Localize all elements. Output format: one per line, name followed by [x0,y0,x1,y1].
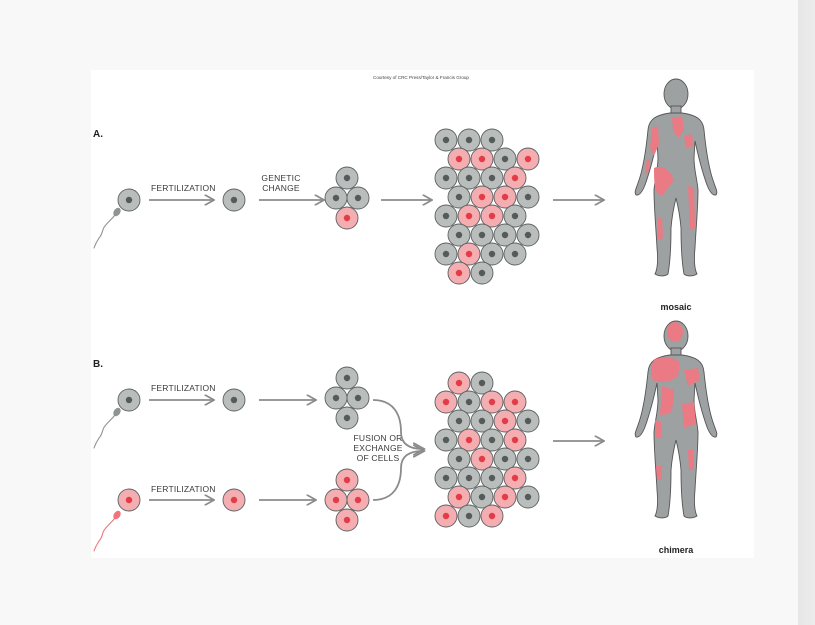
cluster-cell [480,428,504,452]
cluster-cell [516,485,540,509]
cluster-cell [470,147,494,171]
cluster-cell [457,166,481,190]
human-figure-icon [634,78,718,519]
cluster-cell [480,504,504,528]
cluster-cell [480,166,504,190]
section-a-label: A. [93,129,103,140]
cluster-cell [335,508,359,532]
cluster-cell [346,488,370,512]
cluster-cell [447,223,471,247]
b-fertilization-bottom-label: FERTILIZATION [151,484,216,494]
cluster-cell [447,185,471,209]
cluster-cell [457,204,481,228]
cluster-cell [457,390,481,414]
cluster-cell [335,166,359,190]
cluster-cell [493,409,517,433]
cluster-cell [470,485,494,509]
b-exchange-label: EXCHANGE [353,443,402,453]
cluster-cell [434,504,458,528]
cluster-cell [503,390,527,414]
cluster-cell [493,147,517,171]
cluster-cell [470,185,494,209]
cluster-cell [480,390,504,414]
cluster-cell [503,428,527,452]
cluster-cell [447,261,471,285]
egg-cell-icon [117,488,141,512]
cluster-cell [434,204,458,228]
cluster-cell [470,223,494,247]
cluster-cell [457,242,481,266]
cluster-cell [516,185,540,209]
cluster-cell [470,409,494,433]
cluster-cell [470,447,494,471]
cell-cluster-icon [117,128,540,532]
a-fertilization-label: FERTILIZATION [151,183,216,193]
cluster-cell [447,447,471,471]
cluster-cell [346,186,370,210]
diagram-canvas: Courtesy of CRC Press/Taylor & Francis G… [93,75,718,555]
cluster-cell [434,242,458,266]
cluster-cell [516,409,540,433]
cluster-cell [324,488,348,512]
cluster-cell [434,166,458,190]
cluster-cell [480,204,504,228]
cluster-cell [324,386,348,410]
cluster-cell [493,485,517,509]
cluster-cell [503,166,527,190]
cluster-cell [457,504,481,528]
cluster-cell [493,223,517,247]
cluster-cell [324,186,348,210]
zygote-cell [222,388,246,412]
egg-cell-icon [117,388,141,412]
cluster-cell [335,406,359,430]
a-genetic-label: GENETIC [261,173,300,183]
cluster-cell [503,204,527,228]
cluster-cell [434,428,458,452]
cluster-cell [516,147,540,171]
cluster-cell [503,242,527,266]
scrollbar[interactable] [798,0,815,625]
cluster-cell [493,447,517,471]
credit-text: Courtesy of CRC Press/Taylor & Francis G… [373,75,469,80]
cluster-cell [457,466,481,490]
cluster-cell [447,485,471,509]
zygote-cell [222,188,246,212]
cluster-cell [480,242,504,266]
cluster-cell [447,147,471,171]
mosaic-caption: mosaic [660,302,691,312]
chimera-caption: chimera [659,545,695,555]
cluster-cell [335,206,359,230]
cluster-cell [480,128,504,152]
cluster-cell [493,185,517,209]
cluster-cell [335,468,359,492]
cluster-cell [470,261,494,285]
cluster-cell [457,428,481,452]
b-fusion-label: FUSION OR [353,433,402,443]
egg-cell-icon [117,188,141,212]
b-fertilization-top-label: FERTILIZATION [151,383,216,393]
zygote-cell [222,488,246,512]
cluster-cell [470,371,494,395]
cluster-cell [447,409,471,433]
cluster-cell [335,366,359,390]
a-change-label: CHANGE [262,183,300,193]
cluster-cell [434,128,458,152]
arrow-icon [149,200,603,500]
cluster-cell [346,386,370,410]
cluster-cell [434,466,458,490]
cluster-cell [447,371,471,395]
cluster-cell [434,390,458,414]
b-of-cells-label: OF CELLS [357,453,400,463]
cluster-cell [480,466,504,490]
cluster-cell [516,223,540,247]
figure-panel: Courtesy of CRC Press/Taylor & Francis G… [91,70,754,558]
section-b-label: B. [93,359,103,370]
cluster-cell [457,128,481,152]
cluster-cell [516,447,540,471]
cluster-cell [503,466,527,490]
sperm-icon [93,207,121,552]
